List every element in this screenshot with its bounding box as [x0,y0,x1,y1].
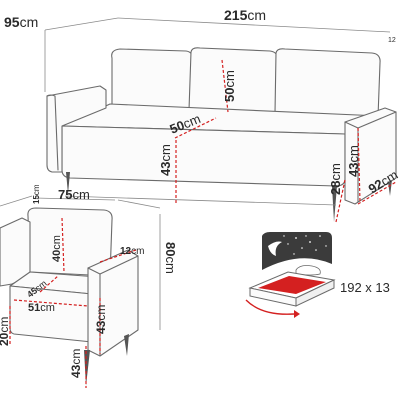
sofa-back-cushion-left [111,48,194,111]
armchair-small-top-label: 15cm [32,184,41,204]
armchair-seat-front [9,285,93,343]
sofa-drawing: 95cm 215cm 12 50cm 50cm 43cm 28cm 43cm 9… [4,7,400,223]
storage-box-side [295,279,335,307]
sofa-leg-front-right [332,186,337,222]
armchair-height-label: 80cm [163,242,178,274]
sofa-arm-depth-label: 92cm [366,167,400,197]
sofa-top-small-label: 12 [388,37,396,44]
armchair-top-right-line [117,199,161,209]
storage-red-fill [258,276,326,294]
sofa-left-arm [46,85,107,173]
sofa-back-cushion-right [274,48,381,118]
armchair-side-depth-label: 20cm [0,317,11,346]
armchair-back-height-marker [61,217,65,273]
armchair-leg-front [84,350,90,386]
sofa-seat-depth-label: 50cm [168,111,203,137]
sofa-leg-front-left [66,172,70,194]
fold-arrow-icon [245,299,295,315]
armchair-arm-width-label: 12cm [120,246,144,257]
armchair-drawing: 15cm 75cm 12cm 40cm 80cm 45cm 51cm 20cm … [0,184,178,388]
armchair-leg-back [124,334,129,356]
sofa-right-arm-top [357,111,397,129]
fold-arrow-head [294,310,300,318]
armchair-arm-width-marker [99,249,137,263]
armchair-width-label: 75cm [58,187,90,202]
sofa-back-height-label: 50cm [222,70,237,102]
bed-size-label: 192 x 13 [340,280,390,295]
sofa-left-arm-edge [46,94,59,171]
armchair-right-arm-top [99,255,139,275]
sofa-floor-guide-line [64,195,337,206]
armchair-width-dimension-line [34,197,116,201]
sofa-seat-depth-marker [174,117,217,139]
armchair-arm-height-label: 43cm [94,305,108,334]
armchair-back-height-label: 40cm [51,235,63,262]
armchair-back [27,207,113,277]
sofa-arm-height-label: 43cm [346,145,361,177]
sofa-arm-depth-marker [357,181,397,205]
sofa-leg-height-marker [335,179,346,223]
sofa-leg-back-right [388,180,392,196]
armchair-seat-width-marker [13,299,89,307]
sofa-width-dimension-line [117,17,391,33]
sofa-depth-dimension-line [44,17,119,31]
sofa-back-height-marker [221,59,229,113]
moon-icon [268,241,282,256]
sofa-arm-height-marker [357,127,361,203]
night-sky-icon [262,232,332,270]
sofa-width-label: 215cm [224,7,266,23]
sofa-seat-height-label: 43cm [158,144,173,176]
sofa-leg-height-label: 28cm [328,163,343,195]
sofa-depth-label: 95cm [4,14,38,30]
armchair-seat-depth-marker [39,275,59,293]
stars-icon [283,235,327,255]
armchair-seat-height-label: 43cm [69,349,83,378]
armchair-right-arm [87,249,139,357]
sleep-function-icon: 192 x 13 [245,232,390,318]
armchair-seat-width-label: 51cm [28,302,55,314]
sofa-seat-front [61,125,346,187]
armchair-top-dimension-line [0,195,33,207]
